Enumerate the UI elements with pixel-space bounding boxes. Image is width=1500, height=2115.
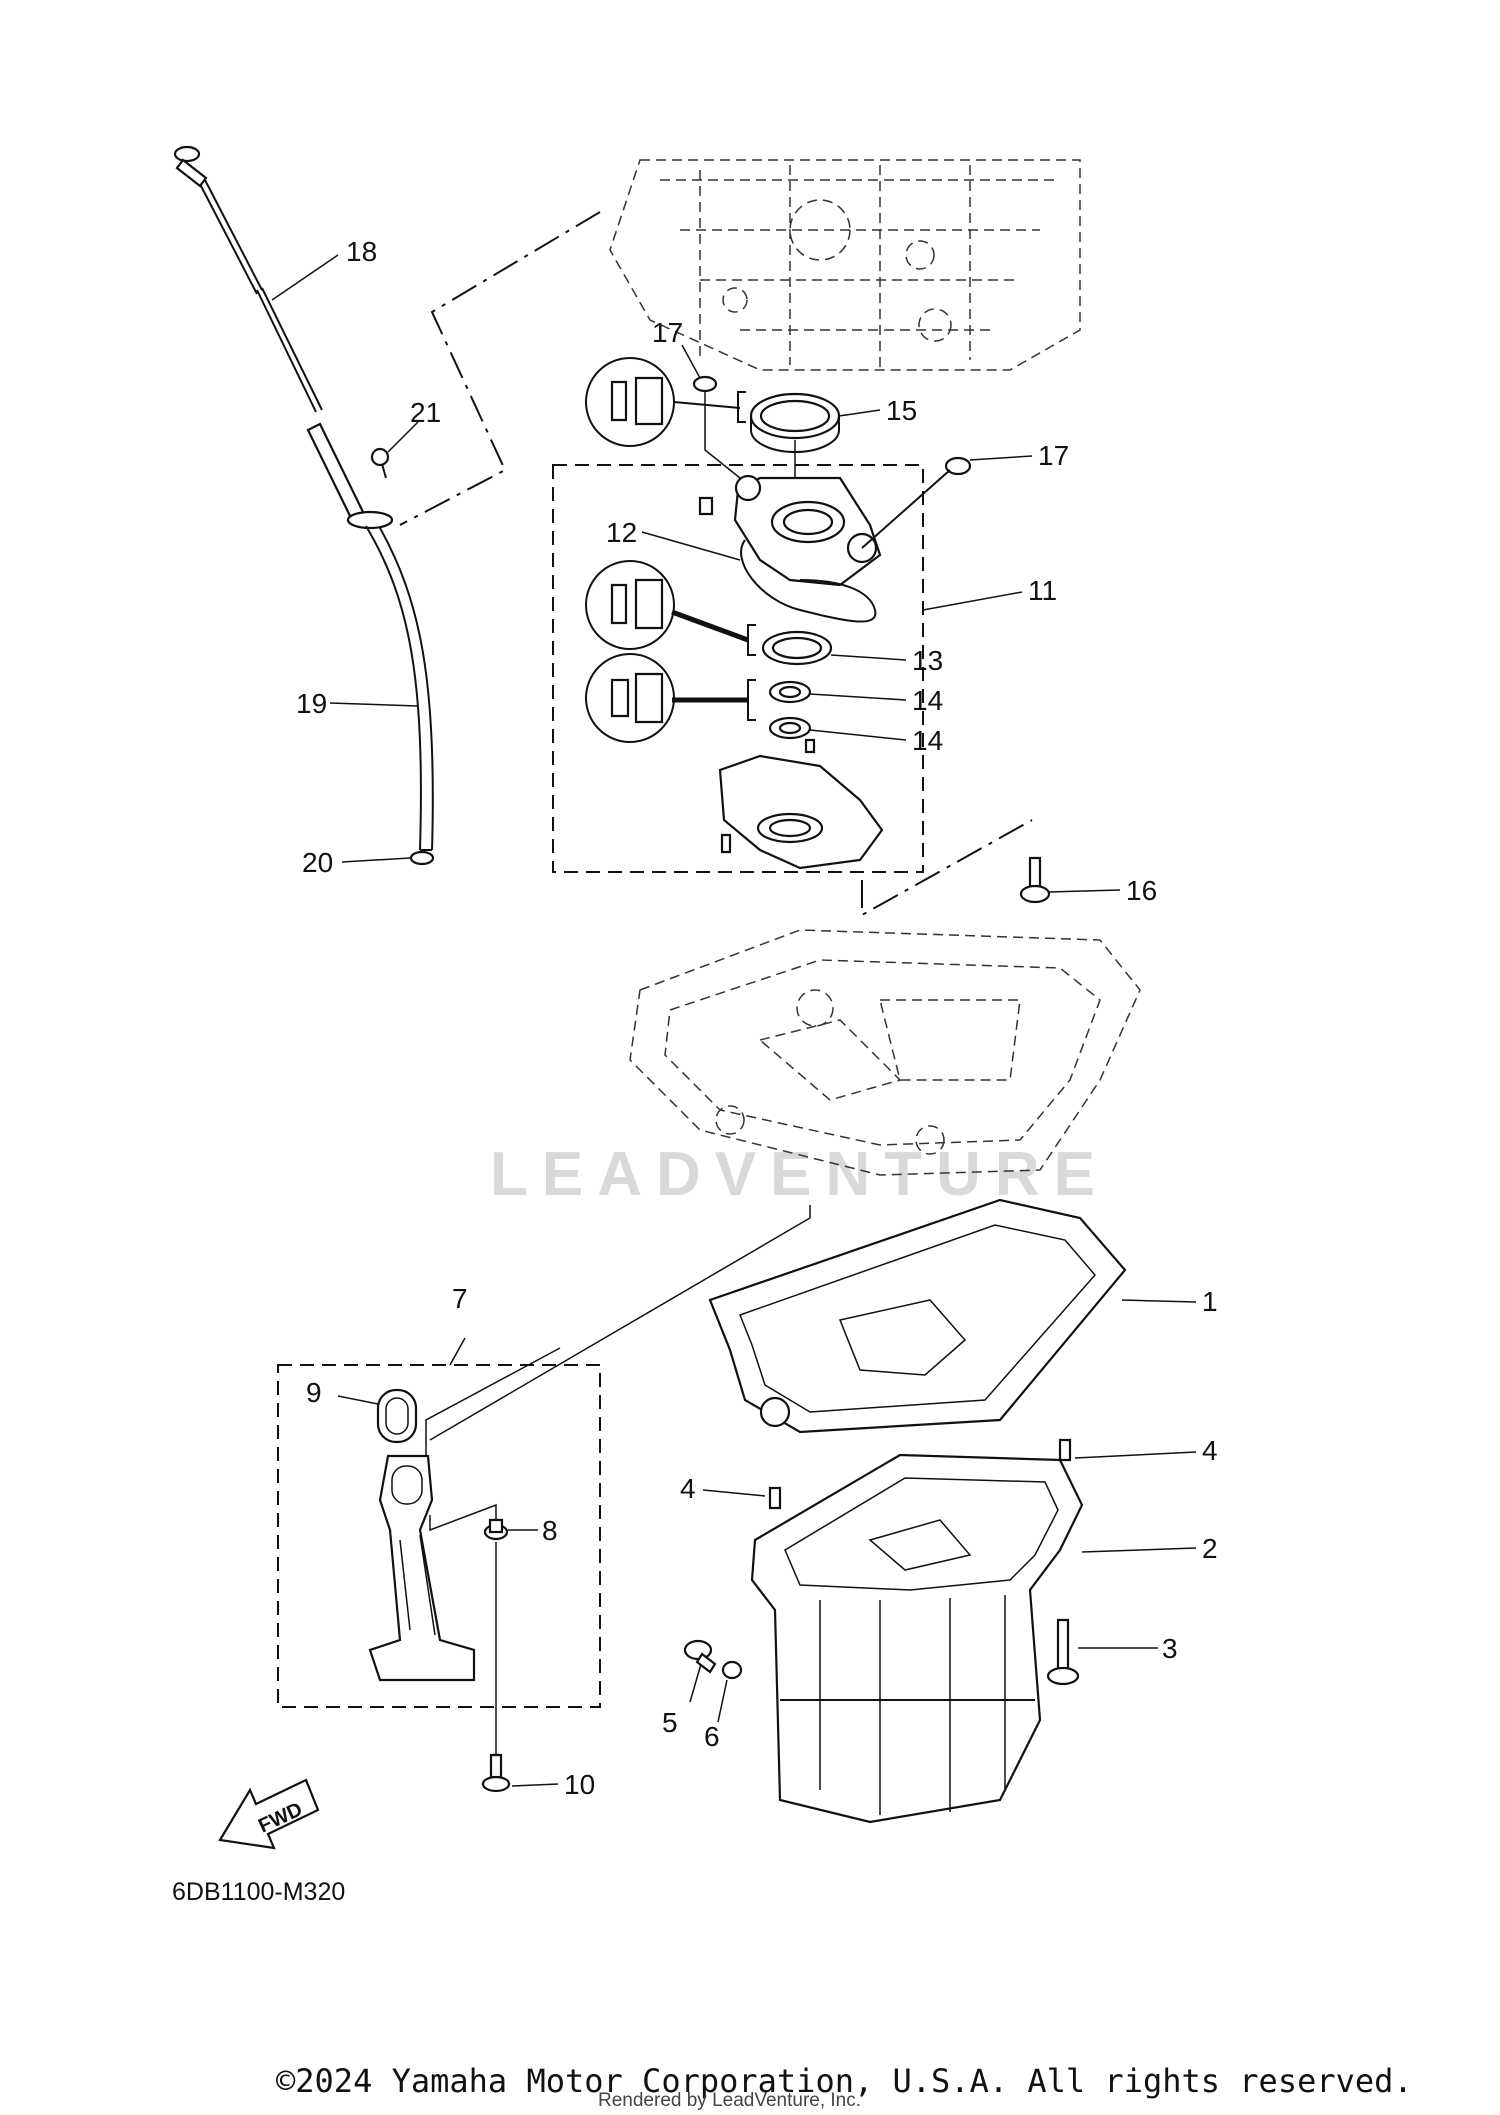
callout-13: 13	[912, 645, 943, 676]
diagram-code: 6DB1100-M320	[172, 1878, 345, 1906]
callout-19: 19	[296, 688, 327, 719]
callout-12: 12	[606, 517, 637, 548]
dipstick-guide	[306, 422, 434, 851]
callout-3: 3	[1162, 1633, 1178, 1664]
callout-16: 16	[1126, 875, 1157, 906]
callout-4b: 4	[1202, 1435, 1218, 1466]
strainer-leader	[449, 1337, 466, 1366]
oil-dipstick	[173, 145, 323, 413]
callout-10: 10	[564, 1769, 595, 1800]
callout-8: 8	[542, 1515, 558, 1546]
gasket-12	[740, 539, 877, 623]
callout-14b: 14	[912, 725, 943, 756]
callout-leaders	[271, 254, 1197, 1787]
callout-18: 18	[346, 236, 377, 267]
callout-15: 15	[886, 395, 917, 426]
callout-1: 1	[1202, 1286, 1218, 1317]
bolt-21	[370, 447, 390, 479]
callout-6: 6	[704, 1721, 720, 1752]
bolt-10	[481, 1753, 511, 1793]
oil-seal-13	[761, 630, 833, 666]
oil-pump-housing	[698, 474, 882, 587]
callout-11: 11	[1028, 575, 1057, 606]
fwd-arrow-icon	[218, 1778, 320, 1850]
callout-2: 2	[1202, 1533, 1218, 1564]
dowel-pin-4a	[768, 1486, 782, 1510]
oil-strainer	[368, 1454, 476, 1682]
oil-seal-15	[749, 392, 841, 453]
oil-pan-2	[750, 1453, 1084, 1824]
callout-4a: 4	[680, 1473, 696, 1504]
oil-seal-14a	[768, 680, 812, 704]
o-ring-17a	[692, 375, 718, 393]
watermark: LEADVENTURE	[490, 1140, 1109, 1209]
strainer-casing-link	[425, 1347, 561, 1456]
callout-21: 21	[410, 397, 441, 428]
upper-casing-phantom	[629, 929, 1141, 1176]
callout-9: 9	[306, 1377, 322, 1408]
callout-labels: 1 2 3 4 4 5 6 7 8 9 10 11 12 13 14 14 15…	[296, 236, 1218, 1800]
engine-leader-line	[399, 211, 601, 526]
gasket-1	[708, 1198, 1127, 1434]
collar-8	[483, 1518, 509, 1541]
dowel-pin-pump	[804, 738, 816, 754]
seal-detail-circles	[585, 357, 756, 743]
oil-pump-assembly-box	[552, 464, 924, 873]
o-ring-20	[409, 850, 435, 866]
drain-plug-5	[683, 1639, 717, 1674]
engine-block-phantom	[609, 159, 1081, 371]
oil-pump-cover	[718, 754, 884, 870]
casing-leader-line	[429, 1205, 811, 1441]
callout-14a: 14	[912, 685, 943, 716]
callout-5: 5	[662, 1707, 678, 1738]
rendered-by-notice: Rendered by LeadVenture, Inc.	[598, 2090, 862, 2111]
gasket-9	[376, 1388, 418, 1444]
callout-17b: 17	[1038, 440, 1069, 471]
bolt-16	[1019, 856, 1051, 904]
washer-6	[721, 1660, 743, 1680]
strainer-assembly-box	[277, 1364, 601, 1708]
o-ring-17b-leader	[861, 469, 951, 549]
callout-7: 7	[452, 1283, 468, 1314]
copyright-notice: ©2024 Yamaha Motor Corporation, U.S.A. A…	[276, 2062, 1413, 2100]
oil-seal-14b	[768, 716, 812, 740]
bolt-3	[1046, 1618, 1080, 1686]
callout-17a: 17	[652, 317, 683, 348]
pump-leader-line	[861, 819, 1033, 917]
collar-leader	[429, 1503, 497, 1532]
o-ring-17b	[944, 456, 972, 476]
o-ring-17a-leader	[704, 392, 746, 483]
dowel-pin-4b	[1058, 1438, 1072, 1462]
callout-20: 20	[302, 847, 333, 878]
